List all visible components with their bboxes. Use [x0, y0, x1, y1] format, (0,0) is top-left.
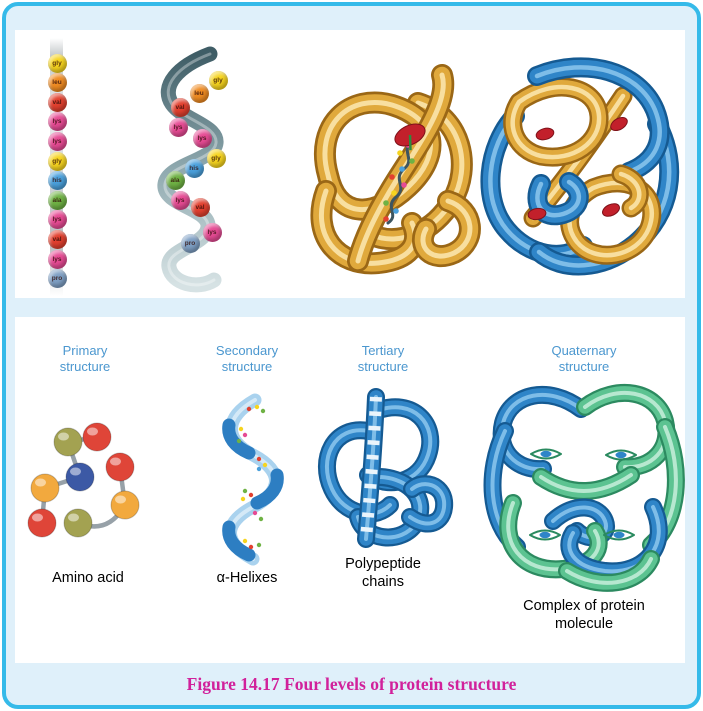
amino-bead-leu: leu	[47, 73, 67, 93]
amino-bead-lys: lys	[47, 112, 67, 132]
amino-bead-gly: gly	[47, 151, 67, 171]
amino-bead-lys: lys	[47, 210, 67, 230]
amino-bead-pro: pro	[47, 269, 67, 289]
amino-bead-gly: gly	[47, 53, 67, 73]
amino-bead-val: val	[47, 229, 67, 249]
amino-bead-lys: lys	[47, 249, 67, 269]
header-tertiary-structure: Tertiary structure	[357, 343, 409, 374]
amino-bead-ala: ala	[165, 170, 185, 190]
helix-stripe-overlay	[360, 396, 382, 540]
alpha-helix-illustration	[222, 393, 284, 566]
atom-ball	[27, 508, 57, 538]
bottom-panel: Primary structure Secondary structure Te…	[15, 317, 685, 663]
mini-helix-ribbon	[386, 139, 414, 225]
amino-bead-his: his	[184, 158, 204, 178]
header-secondary-structure: Secondary structure	[215, 343, 279, 374]
polypeptide-chain-illustration	[318, 388, 454, 548]
amino-bead-lys: lys	[47, 131, 67, 151]
tertiary-structure-gold-illustration	[310, 64, 481, 275]
heme-disc	[394, 123, 426, 151]
quaternary-structure-top-illustration	[480, 57, 680, 276]
label-polypeptide-chains: Polypeptide chains	[345, 556, 421, 590]
amino-bead-leu: leu	[189, 83, 209, 103]
label-alpha-helixes: α-Helixes	[216, 570, 278, 586]
heme-discs	[527, 116, 628, 221]
amino-bead-val: val	[190, 197, 210, 217]
amino-bead-val: val	[47, 92, 67, 112]
atom-ball	[53, 427, 83, 457]
heme-eye-icons	[529, 448, 637, 541]
atom-ball	[30, 473, 60, 503]
amino-bead-lys: lys	[170, 190, 190, 210]
arrow-right-icon	[148, 470, 216, 504]
amino-bead-lys: lys	[202, 222, 222, 242]
amino-bead-gly: gly	[208, 70, 228, 90]
helix-residue-dots	[236, 404, 268, 550]
amino-acid-ball-model-illustration	[27, 422, 140, 538]
atom-ball	[105, 452, 135, 482]
amino-bead-his: his	[47, 171, 67, 191]
label-amino-acid: Amino acid	[52, 570, 124, 586]
amino-bead-val: val	[170, 97, 190, 117]
header-primary-structure: Primary structure	[59, 343, 111, 374]
amino-bead-ala: ala	[47, 190, 67, 210]
atom-ball	[82, 422, 112, 452]
figure-caption: Figure 14.17 Four levels of protein stru…	[186, 674, 517, 694]
amino-bead-pro: pro	[180, 233, 200, 253]
label-protein-complex: Complex of protein molecule	[523, 598, 645, 632]
protein-complex-illustration	[483, 384, 685, 592]
header-quaternary-structure: Quaternary structure	[551, 343, 617, 374]
atom-ball	[63, 508, 93, 538]
atom-ball	[65, 462, 95, 492]
amino-bead-gly: gly	[206, 148, 226, 168]
amino-bead-lys: lys	[192, 128, 212, 148]
atom-ball	[110, 490, 140, 520]
amino-bead-lys: lys	[168, 117, 188, 137]
